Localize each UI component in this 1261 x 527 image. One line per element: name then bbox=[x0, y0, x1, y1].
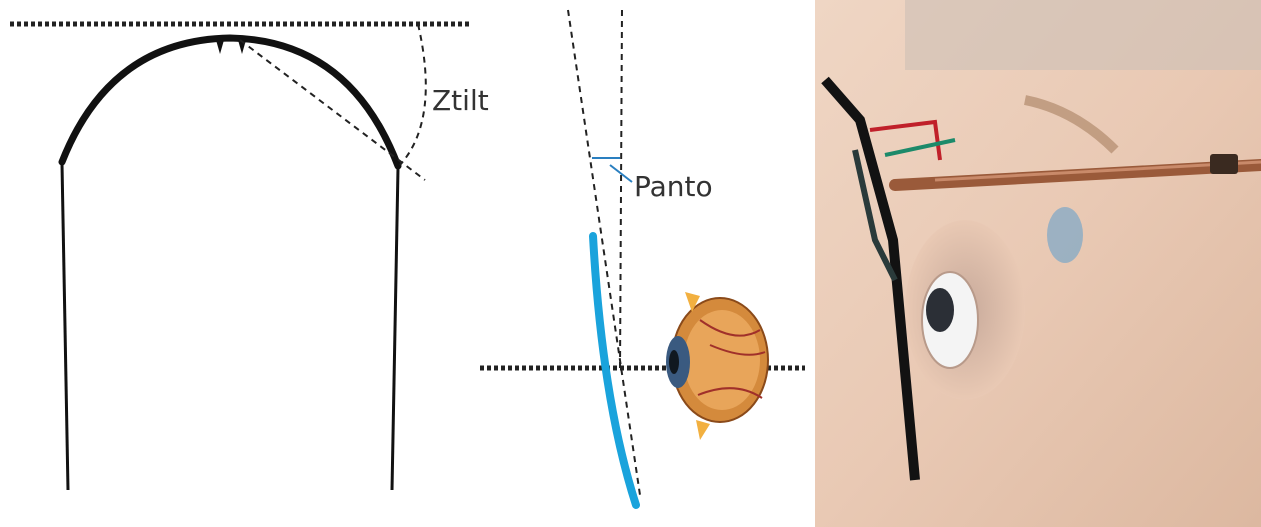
panto-diagram: Panto bbox=[460, 0, 820, 527]
temple-left bbox=[62, 164, 68, 490]
vertical-reference-line bbox=[620, 10, 622, 370]
ztilt-angle-arc bbox=[400, 24, 426, 165]
skin-background bbox=[815, 0, 1261, 527]
nose-pad-left bbox=[216, 40, 224, 54]
iris-distant bbox=[1047, 207, 1083, 263]
temple-hinge bbox=[1210, 154, 1238, 174]
ztilt-svg: Ztilt bbox=[0, 0, 490, 527]
temple-right bbox=[392, 168, 398, 490]
frame-front-curve bbox=[62, 38, 398, 166]
panto-svg: Panto bbox=[460, 0, 820, 527]
eyeglasses-photo bbox=[815, 0, 1261, 527]
panto-label: Panto bbox=[634, 170, 713, 203]
iris bbox=[926, 288, 954, 332]
panto-tilt-line bbox=[568, 10, 640, 495]
photo-svg bbox=[815, 0, 1261, 527]
hair-area bbox=[905, 0, 1261, 70]
eye-illustration bbox=[666, 292, 768, 440]
ztilt-diagram: Ztilt bbox=[0, 0, 490, 527]
